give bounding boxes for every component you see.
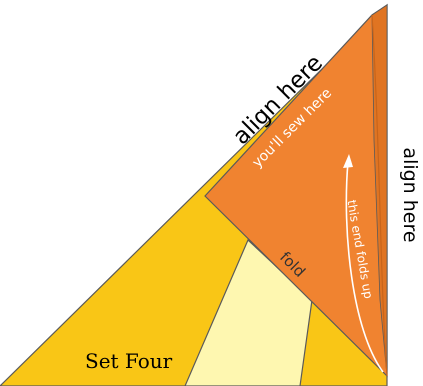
align-here-right-label: align here: [399, 147, 421, 242]
set-four-label: Set Four: [85, 349, 173, 373]
